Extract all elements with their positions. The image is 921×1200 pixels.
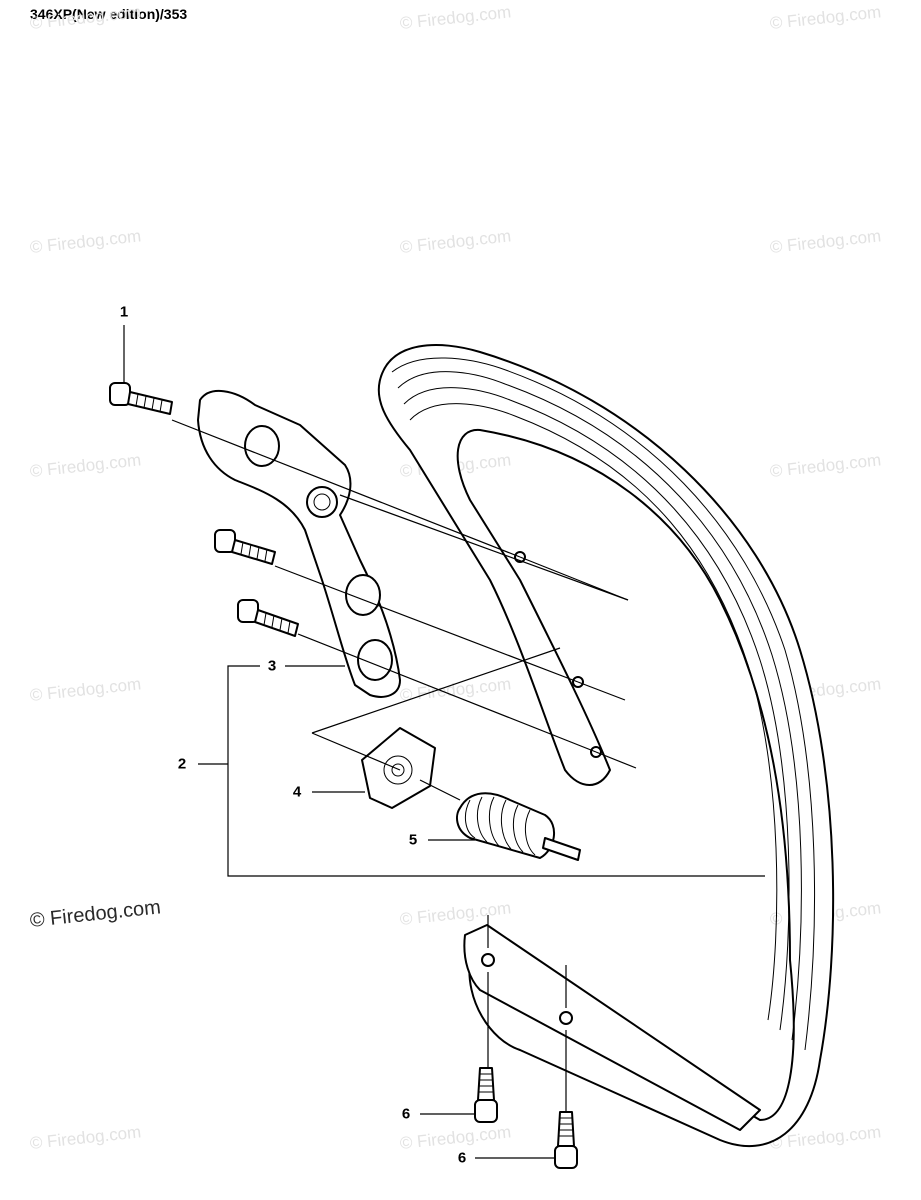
callout-6a: 6 [401, 1105, 411, 1123]
callout-2: 2 [177, 755, 187, 773]
bracket-screw-upper [214, 529, 276, 565]
callout-1: 1 [119, 303, 129, 321]
callout-6b: 6 [457, 1149, 467, 1167]
damper-plate [361, 727, 436, 809]
callout-5: 5 [408, 831, 418, 849]
callout-3: 3 [267, 657, 277, 675]
screw-6a [474, 1067, 498, 1123]
handle-bracket [197, 389, 401, 698]
front-handle-bar [377, 344, 835, 1148]
callout-leaders [123, 325, 765, 1159]
diagram-title: 346XP(New edition)/353 [30, 6, 188, 22]
screw-6b [554, 1111, 578, 1169]
bracket-screw-lower [237, 599, 299, 637]
callout-4: 4 [292, 783, 302, 801]
screw-1 [109, 382, 173, 415]
assembly-lines [171, 419, 637, 1112]
anti-vibration-spring [456, 792, 581, 861]
